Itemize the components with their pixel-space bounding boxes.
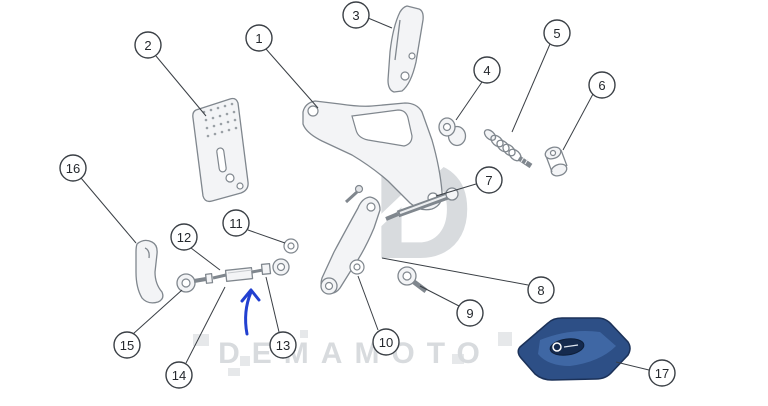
svg-text:2: 2 [144, 38, 151, 53]
svg-text:5: 5 [553, 26, 560, 41]
callouts: 1 2 3 4 5 6 7 8 9 10 11 12 13 14 15 16 1… [59, 1, 676, 389]
watermark-banner: DEMAMOTO [193, 330, 606, 376]
svg-text:7: 7 [485, 173, 492, 188]
leader-line-3 [367, 17, 393, 29]
part-heel-guard [387, 5, 424, 93]
svg-text:15: 15 [120, 338, 134, 353]
leader-line-4 [455, 81, 483, 121]
part-spacer-bushing [438, 117, 467, 147]
callout-8: 8 [527, 276, 555, 304]
svg-text:17: 17 [655, 366, 669, 381]
svg-text:6: 6 [598, 78, 605, 93]
leader-line-9 [419, 285, 460, 307]
leader-line-10 [357, 275, 379, 331]
part-end-knob [544, 146, 568, 177]
turnbuckle-body [224, 267, 254, 282]
svg-text:13: 13 [276, 338, 290, 353]
svg-text:14: 14 [172, 368, 186, 383]
callout-6: 6 [588, 71, 616, 99]
part-small-pin [344, 184, 364, 204]
watermark-pixel-block [300, 330, 308, 338]
svg-text:10: 10 [379, 335, 393, 350]
part-shift-lever [320, 196, 381, 295]
annotation-arrow-shaft [244, 290, 253, 336]
logo-ring-icon [552, 342, 562, 352]
part-main-bracket [302, 100, 443, 211]
callout-16: 16 [59, 154, 87, 182]
part-washer-upper [283, 238, 299, 254]
callout-17: 17 [648, 359, 676, 387]
watermark-text: DEMAMOTO [218, 337, 492, 370]
leader-line-12 [190, 247, 221, 271]
watermark-pixel-block [228, 368, 240, 376]
svg-text:3: 3 [352, 8, 359, 23]
callout-2: 2 [134, 31, 162, 59]
svg-text:12: 12 [177, 230, 191, 245]
part-spring-bolt [483, 129, 533, 169]
leader-line-14 [185, 286, 226, 364]
logo-text-mark [563, 344, 579, 348]
part-long-bolt [385, 187, 459, 221]
callout-14: 14 [165, 361, 193, 389]
svg-text:9: 9 [466, 306, 473, 321]
leader-line-17 [615, 361, 650, 371]
callout-9: 9 [456, 299, 484, 327]
leader-line-15 [132, 289, 183, 335]
callout-10: 10 [372, 328, 400, 356]
watermark-pixel-block [240, 356, 250, 366]
callout-12: 12 [170, 223, 198, 251]
svg-text:4: 4 [483, 63, 490, 78]
watermark-pixel-block [193, 334, 209, 346]
leader-lines [80, 17, 650, 371]
plate-dot-pattern [202, 102, 238, 138]
leader-line-13 [265, 276, 280, 333]
callout-4: 4 [473, 56, 501, 84]
leader-line-7 [435, 183, 477, 197]
leader-line-11 [247, 229, 286, 244]
part-washer-lower [349, 259, 365, 275]
svg-text:11: 11 [229, 216, 243, 231]
leader-line-1 [265, 48, 319, 109]
callout-11: 11 [222, 209, 250, 237]
part-linkage-rod [176, 258, 290, 293]
callout-7: 7 [475, 166, 503, 194]
leader-line-6 [562, 93, 594, 151]
annotation-arrow [240, 288, 261, 336]
leader-line-5 [511, 43, 551, 133]
svg-text:8: 8 [537, 283, 544, 298]
callout-5: 5 [543, 19, 571, 47]
leader-line-8 [381, 257, 529, 286]
part-blue-footpeg [517, 317, 631, 381]
part-hook-bracket [135, 239, 164, 304]
leader-line-2 [155, 55, 207, 117]
callout-13: 13 [269, 331, 297, 359]
callout-15: 15 [113, 331, 141, 359]
annotation-arrow-head [240, 288, 261, 303]
callout-3: 3 [342, 1, 370, 29]
callout-1: 1 [245, 24, 273, 52]
leader-line-16 [80, 177, 137, 244]
svg-text:1: 1 [255, 31, 262, 46]
watermark-pixel-block [498, 332, 512, 346]
part-mounting-plate [192, 97, 249, 203]
watermark-pixel-block [452, 354, 464, 364]
svg-text:16: 16 [66, 161, 80, 176]
plate-slot [216, 147, 227, 173]
